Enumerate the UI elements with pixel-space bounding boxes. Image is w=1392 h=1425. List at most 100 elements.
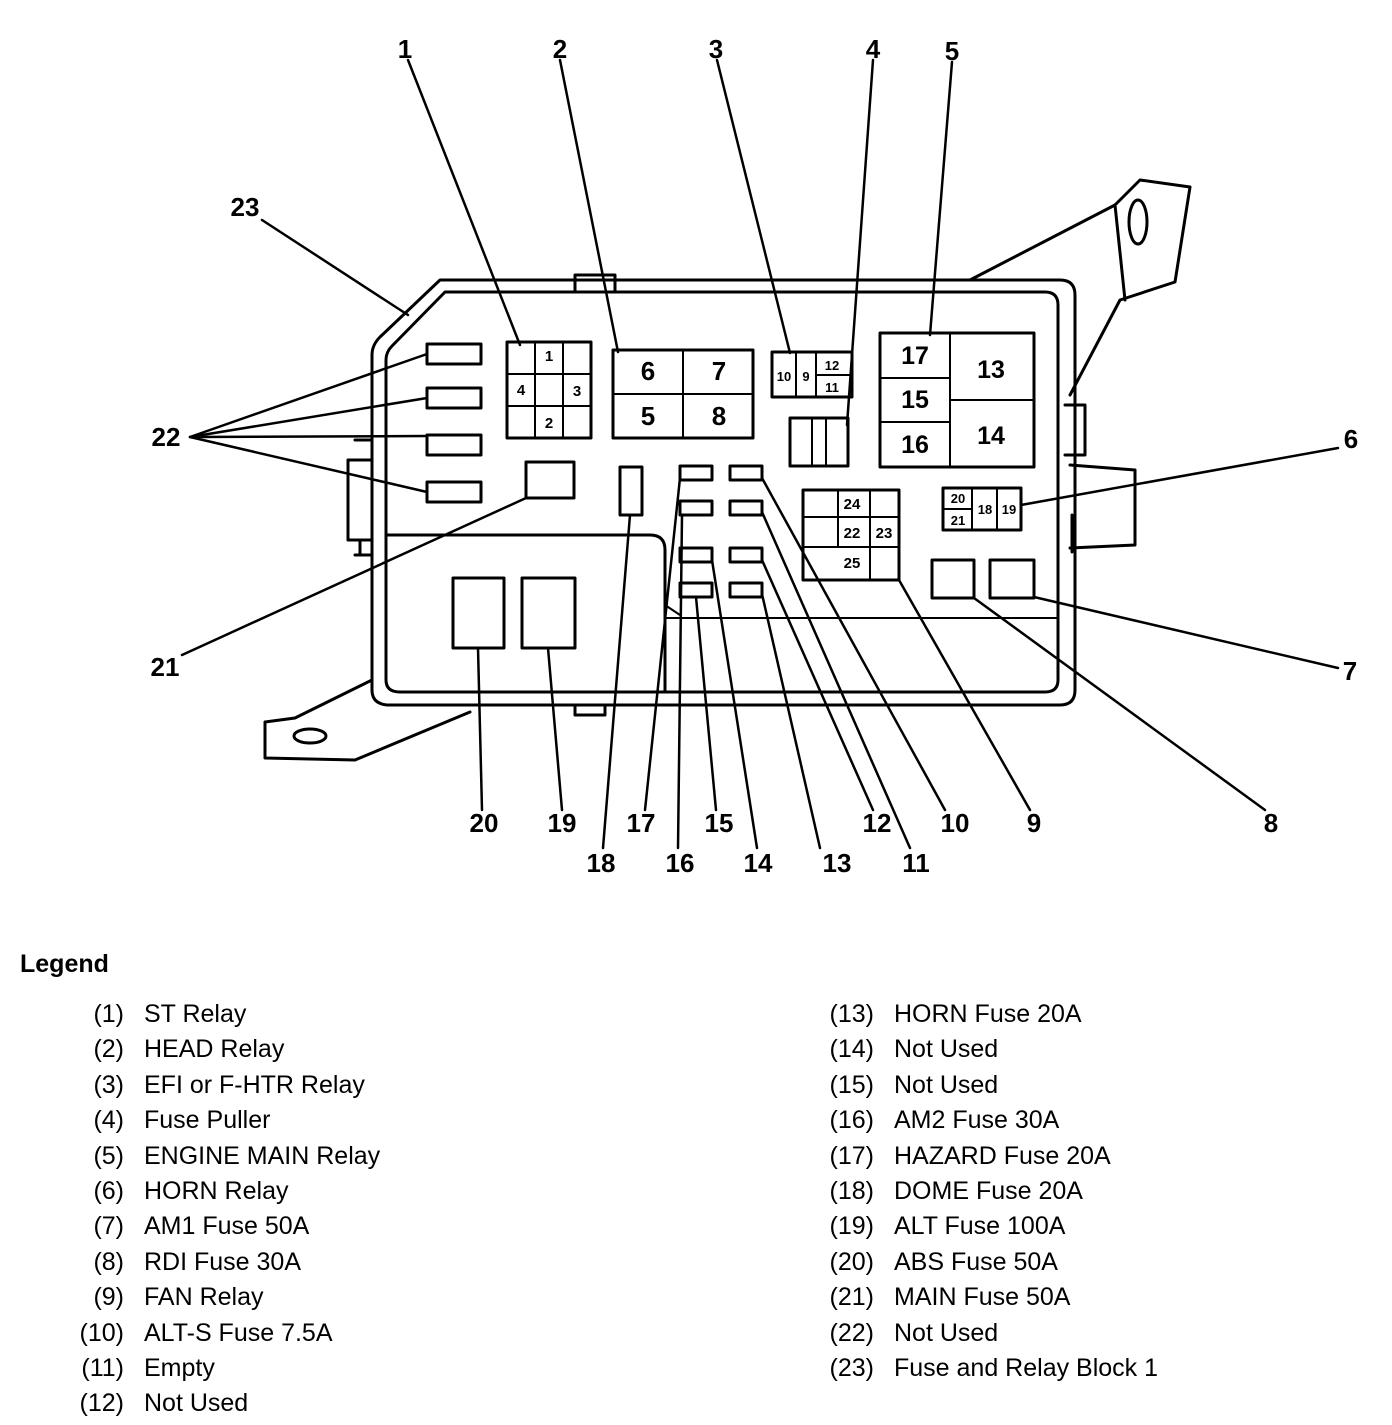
callout-13: 13 xyxy=(823,848,852,878)
legend-item-number: (19) xyxy=(829,1212,874,1241)
housing-outer xyxy=(370,278,1077,707)
legend-item-description: Empty xyxy=(144,1353,215,1382)
efi-cell-10: 10 xyxy=(777,369,791,384)
legend-item-description: ALT-S Fuse 7.5A xyxy=(144,1318,333,1347)
side-tab-left xyxy=(346,458,374,542)
legend-item-number: (6) xyxy=(93,1176,124,1205)
alt-fuse xyxy=(520,576,577,650)
efi-cell-11: 11 xyxy=(825,380,839,395)
legend-item-description: Not Used xyxy=(894,1318,999,1347)
callout-4: 4 xyxy=(866,34,881,64)
head-cell-6: 6 xyxy=(641,356,655,386)
legend-item-description: Not Used xyxy=(894,1035,999,1064)
legend-item: (7) AM1 Fuse 50A xyxy=(60,1212,380,1247)
head-cell-8: 8 xyxy=(712,401,726,431)
legend-item-description: Not Used xyxy=(144,1389,249,1418)
legend-item-number: (8) xyxy=(93,1247,124,1276)
main-cell-14: 14 xyxy=(977,422,1005,450)
legend-item: (2) HEAD Relay xyxy=(60,1035,380,1070)
legend-item-description: ALT Fuse 100A xyxy=(894,1212,1066,1241)
callout-14: 14 xyxy=(744,848,773,878)
legend-item-number: (12) xyxy=(79,1389,124,1418)
legend-item-number: (17) xyxy=(829,1141,874,1170)
callout-5: 5 xyxy=(945,36,959,66)
legend-item-number: (7) xyxy=(93,1212,124,1241)
main-cell-17: 17 xyxy=(901,342,929,370)
fuse-14 xyxy=(678,581,714,599)
legend-item-number: (5) xyxy=(93,1141,124,1170)
fuse-22b xyxy=(425,386,483,410)
efi-cell-12: 12 xyxy=(825,358,839,373)
legend-item: (20)ABS Fuse 50A xyxy=(810,1248,1158,1283)
fuse-15 xyxy=(678,546,714,564)
legend-item: (15) Not Used xyxy=(810,1071,1158,1106)
dome-fuse xyxy=(618,465,644,517)
fuse-block-diagram: 1 4 3 2 6 7 5 8 10 9 12 11 17 13 15 16 1… xyxy=(151,34,1359,878)
callout-21: 21 xyxy=(151,652,180,682)
callout-1: 1 xyxy=(398,34,412,64)
callout-19: 19 xyxy=(548,808,577,838)
legend-item: (3)EFI or F-HTR Relay xyxy=(60,1071,380,1106)
callout-7: 7 xyxy=(1343,656,1357,686)
legend-item-description: AM1 Fuse 50A xyxy=(144,1212,310,1241)
callout-3: 3 xyxy=(709,34,723,64)
fuse-17 xyxy=(678,464,714,482)
legend-item-description: HORN Relay xyxy=(144,1176,289,1205)
callout-6: 6 xyxy=(1344,424,1358,454)
fan-cell-24: 24 xyxy=(844,496,861,513)
st-relay xyxy=(505,340,593,440)
callout-20: 20 xyxy=(470,808,499,838)
legend-item: (17) HAZARD Fuse 20A xyxy=(810,1142,1158,1177)
fuse-22c xyxy=(425,433,483,457)
fan-relay xyxy=(801,488,901,582)
head-cell-5: 5 xyxy=(641,401,655,431)
legend-item: (22) Not Used xyxy=(810,1319,1158,1354)
legend-item-number: (4) xyxy=(93,1106,124,1135)
fuse-puller xyxy=(788,416,850,468)
callout-22: 22 xyxy=(152,422,181,452)
legend-item: (21)MAIN Fuse 50A xyxy=(810,1283,1158,1318)
callout-16: 16 xyxy=(666,848,695,878)
legend-item: (16) AM2 Fuse 30A xyxy=(810,1106,1158,1141)
legend-item-description: DOME Fuse 20A xyxy=(894,1176,1083,1205)
legend-item: (14)Not Used xyxy=(810,1035,1158,1070)
legend-item-description: FAN Relay xyxy=(144,1283,264,1312)
legend-item: (18)DOME Fuse 20A xyxy=(810,1177,1158,1212)
legend-item-number: (16) xyxy=(829,1106,874,1135)
fan-cell-23: 23 xyxy=(876,525,893,542)
callout-2: 2 xyxy=(553,34,567,64)
main-cell-13: 13 xyxy=(977,356,1005,384)
horn-cell-18: 18 xyxy=(978,502,992,517)
legend-item: (9) FAN Relay xyxy=(60,1283,380,1318)
legend-item-number: (23) xyxy=(829,1353,874,1382)
horn-cell-21: 21 xyxy=(951,513,965,528)
callout-8: 8 xyxy=(1264,808,1278,838)
callout-15: 15 xyxy=(705,808,734,838)
legend-item: (4)Fuse Puller xyxy=(60,1106,380,1141)
legend-list-left: (1)ST Relay(2) HEAD Relay (3)EFI or F-HTR … xyxy=(60,1000,381,1425)
main-cell-16: 16 xyxy=(901,431,929,459)
legend-item: (1)ST Relay xyxy=(60,1000,380,1035)
fan-cell-25: 25 xyxy=(844,555,861,572)
legend-item: (6) HORN Relay xyxy=(60,1177,380,1212)
legend-item-number: (15) xyxy=(829,1070,874,1099)
legend-item-number: (13) xyxy=(829,1000,874,1028)
legend-item-number: (22) xyxy=(829,1318,874,1347)
callout-18: 18 xyxy=(587,848,616,878)
fuse-10 xyxy=(728,464,764,482)
legend-item-description: MAIN Fuse 50A xyxy=(894,1283,1071,1312)
legend-item-description: AM2 Fuse 30A xyxy=(894,1106,1060,1135)
legend-item-number: (9) xyxy=(93,1283,124,1312)
fuse-11 xyxy=(728,499,764,517)
legend-item-description: HEAD Relay xyxy=(144,1035,285,1064)
callout-17: 17 xyxy=(627,808,656,838)
fuse-12 xyxy=(728,546,764,564)
legend-item: (10)ALT-S Fuse 7.5A xyxy=(60,1319,380,1354)
legend-item-description: Fuse and Relay Block 1 xyxy=(894,1353,1159,1382)
legend-item-description: Not Used xyxy=(894,1070,999,1099)
legend-item-number: (2) xyxy=(93,1035,124,1064)
legend-title: Legend xyxy=(20,950,109,978)
legend-item: (5)ENGINE MAIN Relay xyxy=(60,1142,380,1177)
legend-item-description: HAZARD Fuse 20A xyxy=(894,1141,1111,1170)
fan-cell-22: 22 xyxy=(844,525,861,542)
